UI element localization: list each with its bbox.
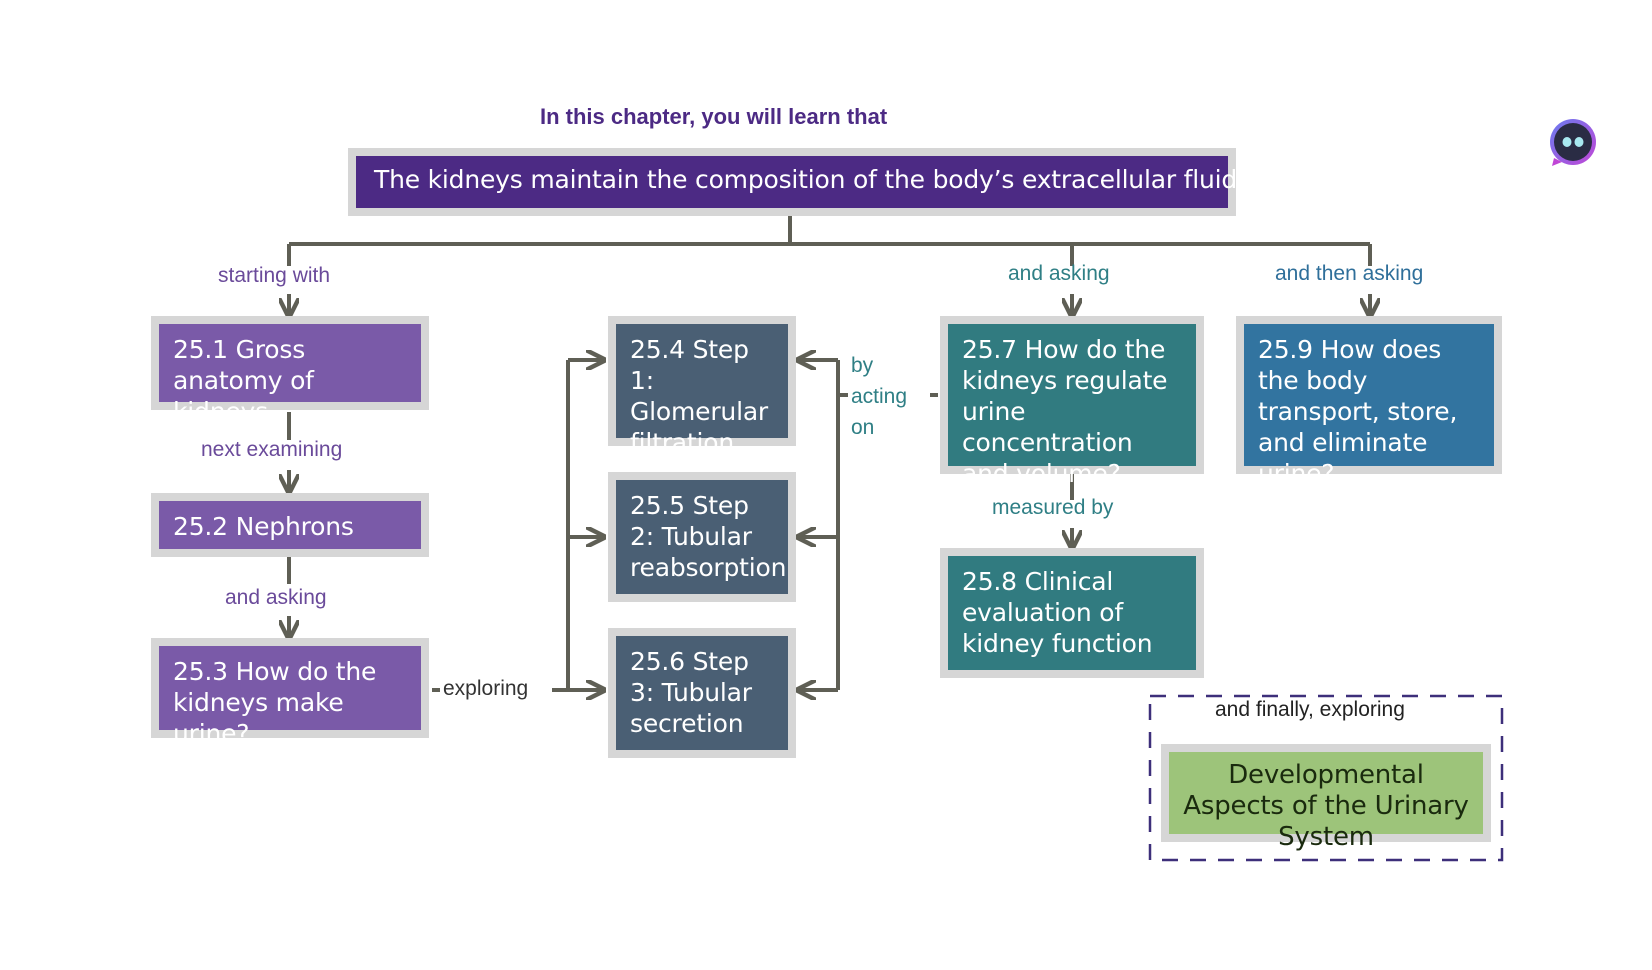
box-25-9: 25.9 How does the body transport, store,… <box>1236 316 1502 488</box>
label-and-finally-exploring: and finally, exploring <box>1211 698 1409 722</box>
assistant-bubble-icon[interactable] <box>1548 118 1598 168</box>
label-exploring: exploring <box>443 677 529 700</box>
box-25-2: 25.2 Nephrons <box>151 493 429 557</box>
main-topic-box: The kidneys maintain the composition of … <box>348 148 1250 216</box>
box-25-1: 25.1 Gross anatomy of kidneys <box>151 316 429 426</box>
label-next-examining: next examining <box>201 438 343 461</box>
box-25-4: 25.4 Step 1: Glomerular filtration <box>608 316 796 457</box>
label-and-then-asking: and then asking <box>1275 262 1424 285</box>
box-25-7: 25.7 How do the kidneys regulate urine c… <box>940 316 1204 488</box>
box-25-5: 25.5 Step 2: Tubular reabsorption <box>608 472 796 602</box>
chapter-heading: In this chapter, you will learn that <box>540 104 888 129</box>
label-and-asking-right: and asking <box>1008 262 1110 285</box>
label-measured-by: measured by <box>992 496 1114 519</box>
label-starting-with: starting with <box>218 264 331 287</box>
label-and-asking-left: and asking <box>225 586 327 609</box>
box-25-8: 25.8 Clinical evaluation of kidney funct… <box>940 548 1204 678</box>
label-by-acting-on: by acting on <box>851 354 908 439</box>
box-developmental-aspects: Developmental Aspects of the Urinary Sys… <box>1161 744 1491 852</box>
box-25-3: 25.3 How do the kidneys make urine? <box>151 638 429 748</box>
box-25-6: 25.6 Step 3: Tubular secretion <box>608 628 796 758</box>
